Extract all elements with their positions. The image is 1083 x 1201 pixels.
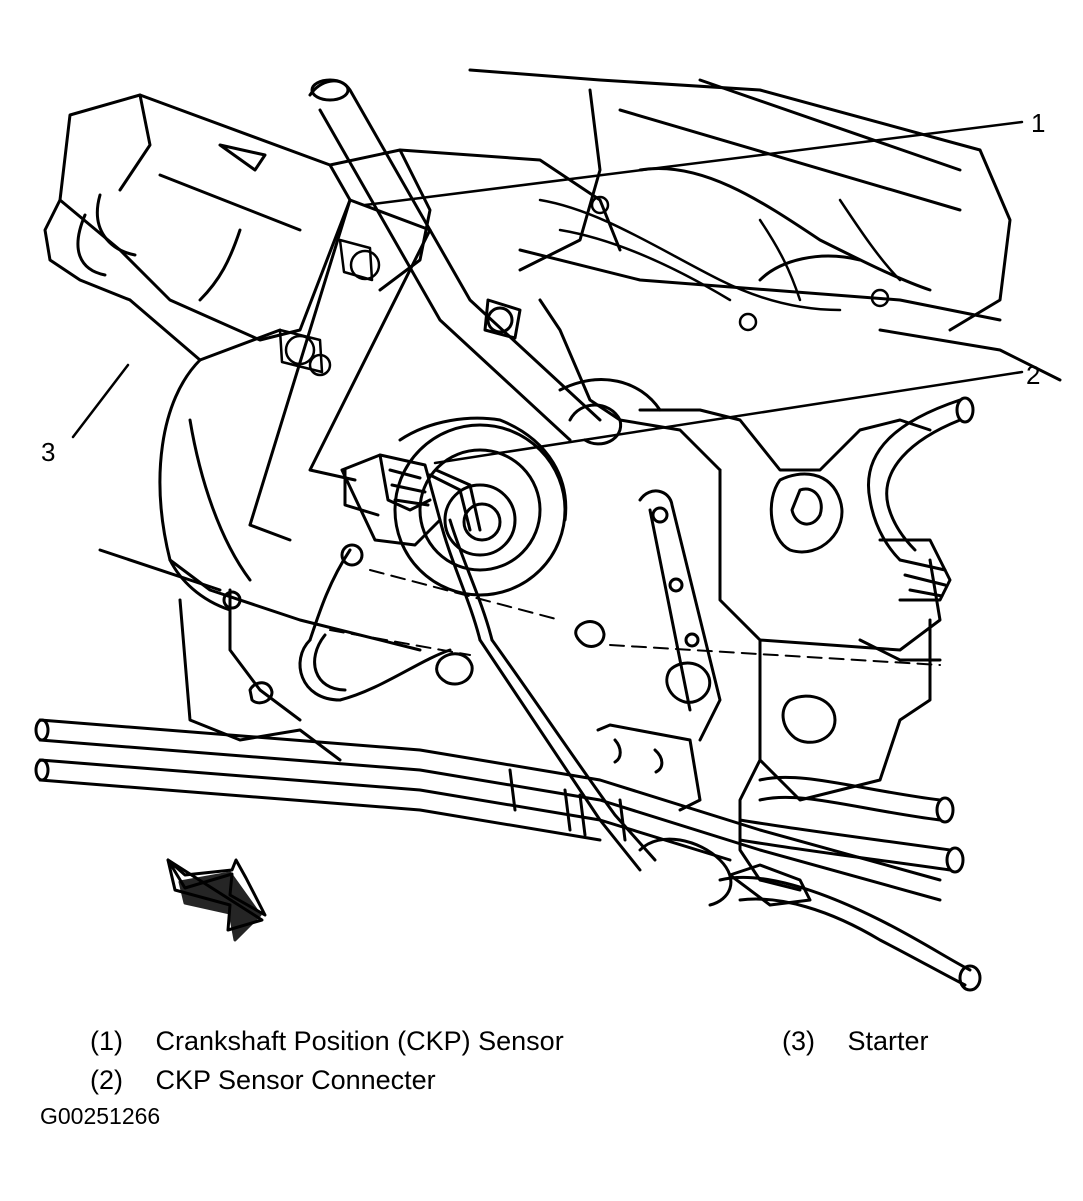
callout-line-2 bbox=[433, 370, 1024, 465]
figure-id: G00251266 bbox=[40, 1103, 161, 1129]
legend-item-3: (3) Starter bbox=[782, 1026, 929, 1057]
leader-lines bbox=[329, 569, 941, 666]
callout-label-1: 1 bbox=[1031, 108, 1046, 138]
callout-label-3: 3 bbox=[41, 437, 56, 467]
oil-pan bbox=[98, 548, 342, 762]
upper-hose bbox=[867, 396, 975, 602]
legend-number: (1) bbox=[90, 1026, 123, 1056]
callout-label-2: 2 bbox=[1026, 360, 1041, 390]
callout-lines bbox=[71, 120, 1024, 465]
callout-line-3 bbox=[71, 363, 130, 439]
legend-text: Starter bbox=[847, 1026, 929, 1056]
ckp-sensor-frame bbox=[248, 198, 432, 542]
dipstick-tube bbox=[308, 78, 662, 446]
legend-item-2: (2) CKP Sensor Connecter bbox=[90, 1065, 436, 1096]
legend-item-1: (1) Crankshaft Position (CKP) Sensor bbox=[90, 1026, 564, 1057]
ckp-sensor-connector bbox=[340, 453, 482, 547]
starter-terminals bbox=[278, 238, 381, 377]
callout-line-1 bbox=[363, 120, 1024, 207]
legend-text: Crankshaft Position (CKP) Sensor bbox=[155, 1026, 564, 1056]
legend-number: (3) bbox=[782, 1026, 815, 1056]
forward-arrow-icon bbox=[166, 858, 267, 942]
lower-hose bbox=[638, 775, 982, 992]
legend-number: (2) bbox=[90, 1065, 123, 1095]
legend-text: CKP Sensor Connecter bbox=[155, 1065, 436, 1095]
engine-block bbox=[398, 68, 1062, 892]
manifold-lines bbox=[538, 195, 902, 332]
starter-motor bbox=[128, 298, 568, 652]
engine-diagram bbox=[34, 68, 1062, 992]
sensor-wiring bbox=[298, 518, 657, 872]
mounting-bracket bbox=[435, 489, 722, 812]
